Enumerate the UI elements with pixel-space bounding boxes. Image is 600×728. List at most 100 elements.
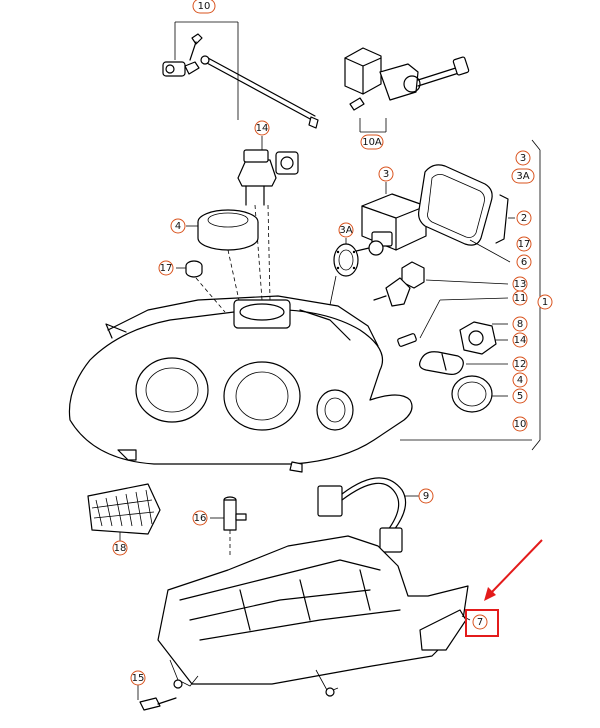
callout-label: 4 xyxy=(517,375,523,386)
callout-c14top: 14 xyxy=(254,120,270,136)
spring-clip-part xyxy=(495,194,515,244)
callout-label: 17 xyxy=(160,263,173,274)
callout-c17right: 17 xyxy=(516,236,532,252)
callout-ring xyxy=(516,254,532,270)
lower-housing-part xyxy=(157,535,471,697)
callout-ring xyxy=(192,0,216,14)
callout-ring xyxy=(338,222,354,238)
highlight-arrowhead xyxy=(484,587,496,601)
callout-c13: 13 xyxy=(512,276,528,292)
callout-label: 3 xyxy=(383,169,389,180)
callout-c2: 2 xyxy=(516,210,532,226)
grille-insert-part xyxy=(87,483,161,544)
callout-label: 8 xyxy=(517,319,523,330)
callout-c4right: 4 xyxy=(512,372,528,388)
callout-label: 5 xyxy=(517,391,523,402)
callout-label: 3 xyxy=(520,153,526,164)
callout-c15: 15 xyxy=(130,670,146,686)
callout-ring xyxy=(512,416,528,432)
callout-c17left: 17 xyxy=(158,260,174,276)
callout-ring xyxy=(254,120,270,136)
callout-ring xyxy=(512,290,528,306)
callout-ring xyxy=(112,540,128,556)
bulb-h1-part xyxy=(373,261,509,307)
highlight-arrow xyxy=(489,539,543,595)
callout-c14right: 14 xyxy=(512,332,528,348)
callout-label: 15 xyxy=(132,673,145,684)
callout-ring xyxy=(512,332,528,348)
callout-label: 9 xyxy=(423,491,429,502)
callout-c7: 7 xyxy=(472,614,488,630)
callout-ring xyxy=(512,316,528,332)
callout-ring xyxy=(130,670,146,686)
seal-ring-part xyxy=(329,238,359,306)
callout-c10A: 10A xyxy=(360,134,384,150)
screw-part xyxy=(137,684,177,711)
callout-label: 17 xyxy=(518,239,531,250)
highlight-box xyxy=(465,609,499,637)
highlight-marker xyxy=(465,539,543,637)
callout-c8: 8 xyxy=(512,316,528,332)
callout-label: 10A xyxy=(362,137,382,148)
callout-c16: 16 xyxy=(192,510,208,526)
callout-ring xyxy=(472,614,488,630)
bulb-py-part xyxy=(419,351,508,375)
callout-ring xyxy=(158,260,174,276)
callout-ring xyxy=(516,236,532,252)
callout-ring xyxy=(360,134,384,150)
callout-c1: 1 xyxy=(537,294,553,310)
adjuster-motor-part xyxy=(344,47,470,133)
bulb-h7-part xyxy=(237,136,299,301)
headlight-housing-part xyxy=(68,295,532,473)
callout-c5: 5 xyxy=(512,388,528,404)
small-cap-part xyxy=(176,260,226,313)
cover-frame-part xyxy=(418,164,511,263)
lamp-actuator-part xyxy=(346,182,427,258)
callout-ring xyxy=(537,294,553,310)
callout-label: 10 xyxy=(198,1,211,12)
callout-c11: 11 xyxy=(512,290,528,306)
callout-c3right: 3 xyxy=(515,150,531,166)
callout-ring xyxy=(512,372,528,388)
retaining-ring-part xyxy=(451,375,508,413)
adjuster-rod-part xyxy=(162,21,319,129)
callout-label: 13 xyxy=(514,279,527,290)
callout-ring xyxy=(515,150,531,166)
callout-label: 12 xyxy=(514,359,527,370)
callout-label: 3A xyxy=(339,225,352,236)
callout-c9: 9 xyxy=(418,488,434,504)
callout-label: 18 xyxy=(114,543,127,554)
callout-label: 1 xyxy=(542,297,548,308)
callout-label: 2 xyxy=(521,213,527,224)
bulb-socket-part xyxy=(459,321,508,355)
callout-label: 3A xyxy=(516,171,529,182)
callout-c3Amid: 3A xyxy=(338,222,354,238)
callout-c10: 10 xyxy=(192,0,216,14)
bulb-w5w-part xyxy=(397,297,509,347)
callout-label: 14 xyxy=(256,123,269,134)
callout-label: 11 xyxy=(514,293,527,304)
headlight-cap-part xyxy=(186,209,259,306)
callout-c6: 6 xyxy=(516,254,532,270)
callout-ring xyxy=(418,488,434,504)
callout-label: 14 xyxy=(514,335,527,346)
callout-c10right: 10 xyxy=(512,416,528,432)
callout-c3mid: 3 xyxy=(378,166,394,182)
callout-ring xyxy=(512,388,528,404)
callout-ring xyxy=(378,166,394,182)
callout-ring xyxy=(170,218,186,234)
callout-ring xyxy=(512,356,528,372)
callout-ring xyxy=(511,168,535,184)
callout-ring xyxy=(192,510,208,526)
callout-c4left: 4 xyxy=(170,218,186,234)
callout-label: 7 xyxy=(477,617,483,628)
callout-label: 10 xyxy=(514,419,527,430)
wiring-harness-part xyxy=(317,477,420,553)
callout-label: 4 xyxy=(175,221,181,232)
callout-ring xyxy=(516,210,532,226)
callout-c3Aright: 3A xyxy=(511,168,535,184)
mounting-pin-part xyxy=(210,496,247,556)
